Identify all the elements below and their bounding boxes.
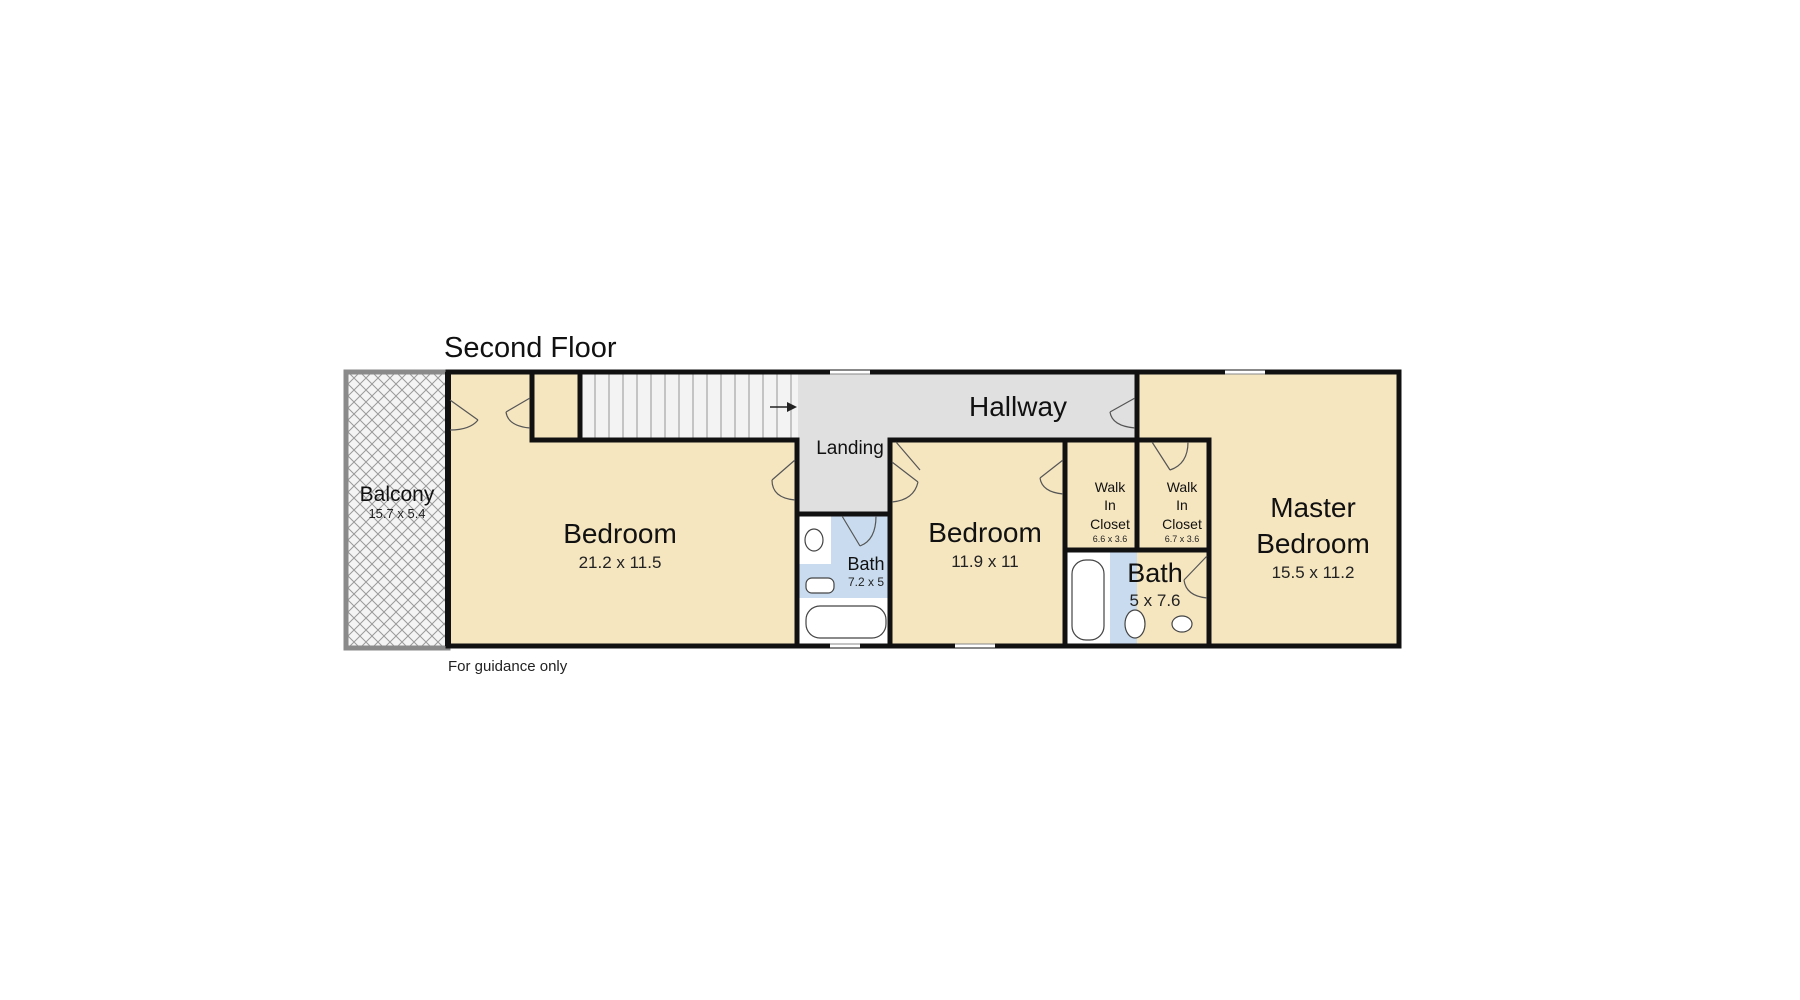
walk-in-closet-2-line2: In xyxy=(1176,497,1188,513)
plan-title: Second Floor xyxy=(444,332,617,364)
bath-1-dims: 7.2 x 5 xyxy=(848,575,884,589)
bathtub-icon xyxy=(805,605,887,639)
walk-in-closet-1-area xyxy=(1065,440,1137,550)
walk-in-closet-1-line3: Closet xyxy=(1090,516,1130,532)
closet-area xyxy=(532,372,580,440)
bedroom-2-area xyxy=(890,440,1065,646)
balcony-label: Balcony xyxy=(360,483,435,506)
bathtub-icon xyxy=(1071,559,1105,641)
window-lines xyxy=(830,373,1265,645)
footer-note: For guidance only xyxy=(448,658,568,675)
bedroom-1-label: Bedroom xyxy=(563,518,677,549)
balcony-dims: 15.7 x 5.4 xyxy=(368,506,425,521)
bedroom-2-dims: 11.9 x 11 xyxy=(951,552,1018,571)
master-bedroom-dims: 15.5 x 11.2 xyxy=(1272,563,1355,582)
master-bedroom-lower xyxy=(1209,440,1399,646)
balcony-area xyxy=(343,369,451,651)
toilet-icon xyxy=(1124,609,1146,639)
walk-in-closet-2-dims: 6.7 x 3.6 xyxy=(1165,534,1200,544)
walk-in-closet-2-line1: Walk xyxy=(1167,479,1199,495)
toilet-icon xyxy=(805,577,835,594)
walk-in-closet-1-dims: 6.6 x 3.6 xyxy=(1093,534,1128,544)
walk-in-closet-2-line3: Closet xyxy=(1162,516,1202,532)
bath-2-dims: 5 x 7.6 xyxy=(1129,591,1180,610)
walk-in-closet-1-line1: Walk xyxy=(1095,479,1127,495)
master-bedroom-line2: Bedroom xyxy=(1256,528,1370,559)
sink-icon xyxy=(804,528,824,552)
windows xyxy=(830,370,1265,648)
bath-1-label: Bath xyxy=(847,554,884,574)
landing-label: Landing xyxy=(816,438,884,459)
walk-in-closet-1-line2: In xyxy=(1104,497,1116,513)
master-bedroom-line1: Master xyxy=(1270,492,1356,523)
door-swings xyxy=(449,397,1208,599)
bath-1-fixtures xyxy=(804,528,887,639)
hallway-label: Hallway xyxy=(969,391,1067,422)
bath-2-label: Bath xyxy=(1127,558,1183,588)
sink-icon xyxy=(1171,615,1193,633)
bedroom-2-label: Bedroom xyxy=(928,517,1042,548)
bedroom-1-dims: 21.2 x 11.5 xyxy=(579,553,662,572)
bath-2-fixtures xyxy=(1071,559,1193,641)
hallway-area xyxy=(797,372,1137,514)
staircase xyxy=(580,372,798,440)
